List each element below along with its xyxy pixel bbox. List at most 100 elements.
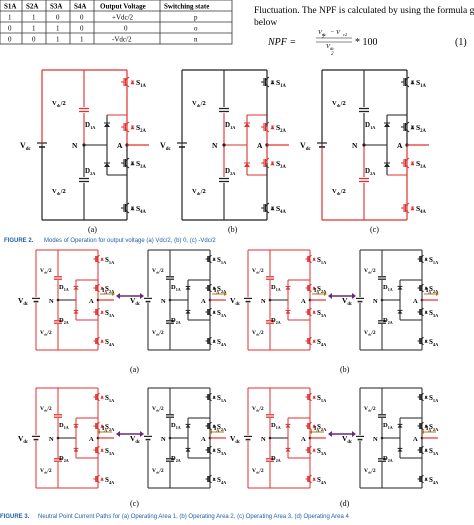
clamp-diode [104,162,110,167]
igbt-switch [417,307,428,317]
igbt-switch [93,392,104,402]
freewheel-diode [270,80,275,85]
clamp-diode-label: D2A [383,317,393,325]
junction-dot [268,298,272,302]
capacitor [378,276,386,280]
igbt-switch [93,307,104,317]
body-line: below [254,18,277,28]
wire [208,398,212,402]
wire [96,392,100,396]
capacitor [266,458,274,462]
freewheel-diode [100,448,104,452]
freewheel-diode [100,477,104,481]
wire [420,254,424,258]
neutral-label: N [352,141,358,150]
junction-dot [380,298,384,302]
igbt-switch [305,254,316,264]
diode-body [185,448,191,452]
wire [420,307,424,311]
wire [96,289,100,293]
output-node-label: A [301,298,306,305]
diode-body [73,448,79,452]
output-node-label: A [257,141,263,150]
switch-label: S2A [276,123,286,134]
fig3-caption-text: Neutral Point Current Paths for (a) Oper… [38,514,349,520]
switch-label: S3A [136,159,146,170]
clamp-diode-label: D2A [171,455,181,463]
wire [420,313,424,317]
freewheel-diode [270,125,275,130]
freewheel-diode [424,339,428,343]
fig3-sub-b: (b) [340,365,350,374]
wire [208,283,212,287]
junction-dot [222,143,226,147]
freewheel-diode [424,395,428,399]
fig3-caption-label: FIGURE 3. [0,514,30,520]
vhalf-label: Vdc/2 [52,188,66,196]
clamp-diode-label: D1A [271,422,281,430]
table-header: S4A [74,3,86,11]
clamp-diode [244,122,250,127]
wire [96,283,100,287]
table-cell: 1 [80,36,84,44]
clamp-diode-label: D2A [171,317,181,325]
wire [208,480,212,484]
diode-body [397,310,403,314]
freewheel-diode [212,257,216,261]
vdc-label: Vdc [20,141,32,152]
formula-den-c: 2 [331,52,334,57]
freewheel-diode [212,448,216,452]
freewheel-diode [212,286,216,290]
wire [208,427,212,431]
igbt-switch [305,421,316,431]
clamp-diode-label: D2A [365,167,376,176]
diode-body [185,424,191,428]
wire [208,451,212,455]
switch-label: S4A [217,476,227,485]
wire [308,445,312,449]
wire [420,421,424,425]
junction-dot [168,436,172,440]
igbt-switch [417,392,428,402]
switch-label: S2A [317,423,327,432]
table-header: Switching state [164,3,209,11]
capacitor [219,177,229,183]
neutral-label: N [161,436,166,443]
neutral-label: N [49,298,54,305]
switch-label: S3A [217,447,227,456]
clamp-diode [285,423,291,428]
clamp-diode-label: D2A [59,317,69,325]
capacitor [266,414,274,418]
wire [308,342,312,346]
switch-label: S3A [217,309,227,318]
switch-label: S4A [136,204,146,215]
wire [420,260,424,264]
output-node-label: A [117,141,123,150]
capacitor [79,107,89,113]
wire [420,398,424,402]
fig3-pair-b: VdcVdc/2Vdc/2ND1AD2AS1AS2AS3AS4AAIAVdcVd… [230,249,439,351]
wire [308,451,312,455]
diode-body [244,123,250,127]
output-node-label: A [201,298,206,305]
freewheel-diode [424,477,428,481]
junction-dot [168,298,172,302]
freewheel-diode [212,310,216,314]
switch-label: S4A [105,338,115,347]
wire [420,392,424,396]
freewheel-diode [410,161,415,166]
wire [96,445,100,449]
igbt-switch [205,254,216,264]
fig3-sub-d: (d) [340,499,350,508]
wire [308,289,312,293]
igbt-switch [417,421,428,431]
wire [308,474,312,478]
igbt-switch [305,474,316,484]
vdc-label: Vdc [130,434,140,445]
diode-body [384,163,390,167]
igbt-switch [93,474,104,484]
current-arrow [97,430,100,434]
vhalf-label: Vdc/2 [152,406,164,413]
diode-body [397,448,403,452]
igbt-switch [93,283,104,293]
